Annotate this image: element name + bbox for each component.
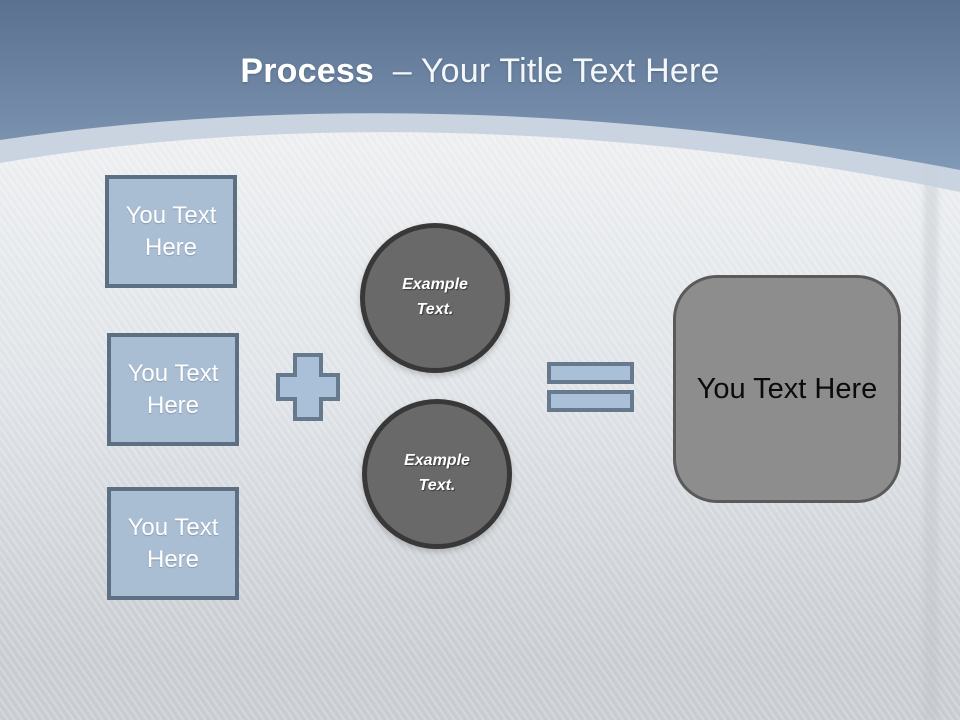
input-box-1-label: You Text Here [125,201,217,261]
result-box: You Text Here [673,275,901,503]
example-circle-2-label: Example Text. [404,452,470,494]
input-box-3-label: You Text Here [127,513,219,573]
example-circle-1: Example Text. [360,223,510,373]
input-box-3: You Text Here [107,487,239,600]
input-box-2: You Text Here [107,333,239,446]
header-curve [0,0,960,192]
example-circle-2: Example Text. [362,399,512,549]
slide-title: Process – Your Title Text Here [0,52,960,91]
example-circle-1-label: Example Text. [402,276,468,318]
equals-bar-top [547,362,634,384]
right-sheen-band [924,150,938,720]
slide-title-bold: Process [240,52,375,90]
input-box-2-label: You Text Here [127,359,219,419]
result-box-label: You Text Here [696,372,878,405]
input-box-1: You Text Here [105,175,237,288]
slide-title-rest: – Your Title Text Here [392,52,720,90]
plus-icon [276,353,340,421]
equals-bar-bottom [547,390,634,412]
equals-icon [547,362,634,412]
